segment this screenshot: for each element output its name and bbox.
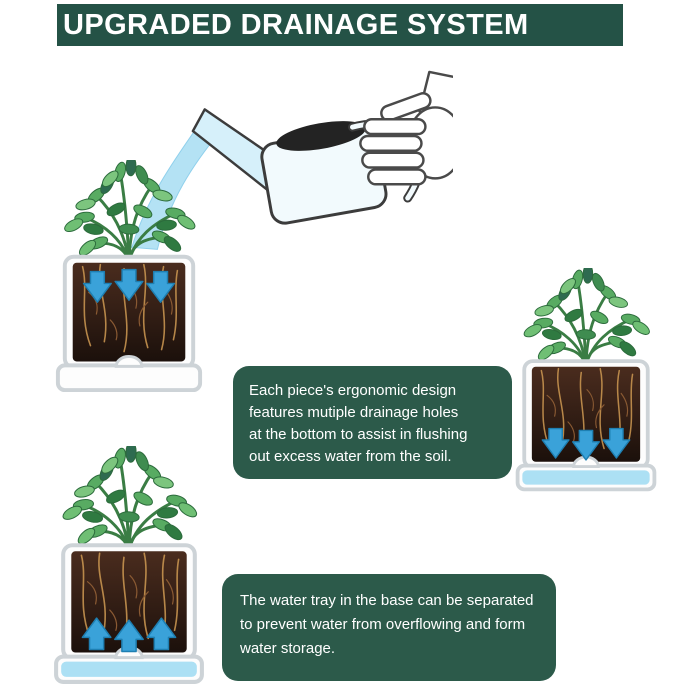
page-title: UPGRADED DRAINAGE SYSTEM <box>63 8 529 41</box>
tray-arch <box>114 355 144 368</box>
callout-line: features mutiple drainage holes <box>249 404 459 421</box>
callout-line: Each piece's ergonomic design <box>249 382 457 399</box>
down-arrow-icons <box>82 268 176 303</box>
tray-water <box>522 470 650 485</box>
down-arrow-icons <box>541 427 631 461</box>
up-arrow-icons <box>81 617 177 653</box>
plant-icon <box>61 160 199 263</box>
callout-line: out excess water from the soil. <box>249 448 452 465</box>
drainage-callout: Each piece's ergonomic design features m… <box>233 366 512 479</box>
planter-top-drainage-icon <box>55 160 203 393</box>
callout-line: to prevent water from overflowing and fo… <box>240 616 526 633</box>
water-tray-callout: The water tray in the base can be separa… <box>222 574 556 681</box>
callout-line: The water tray in the base can be separa… <box>240 592 534 609</box>
hand-icon <box>359 70 453 186</box>
watering-can-illustration <box>118 70 453 252</box>
water-stream <box>131 118 222 250</box>
planter-water-storage-icon <box>48 446 210 689</box>
callout-line: water storage. <box>240 640 336 657</box>
header-banner: UPGRADED DRAINAGE SYSTEM <box>57 4 623 46</box>
planter-top-drainage-illustration <box>50 160 208 397</box>
planter-water-storage-illustration <box>48 446 210 689</box>
tray-water <box>61 661 197 677</box>
planter-bottom-drainage-icon <box>515 268 657 492</box>
can-opening <box>276 121 366 151</box>
plant-icon <box>59 446 201 551</box>
hand-watering-can-icon <box>131 70 453 250</box>
callout-line: at the bottom to assist in flushing <box>249 426 468 443</box>
planter-bottom-drainage-illustration <box>510 268 662 496</box>
tray-icon <box>55 363 203 393</box>
plant-icon <box>520 268 654 367</box>
